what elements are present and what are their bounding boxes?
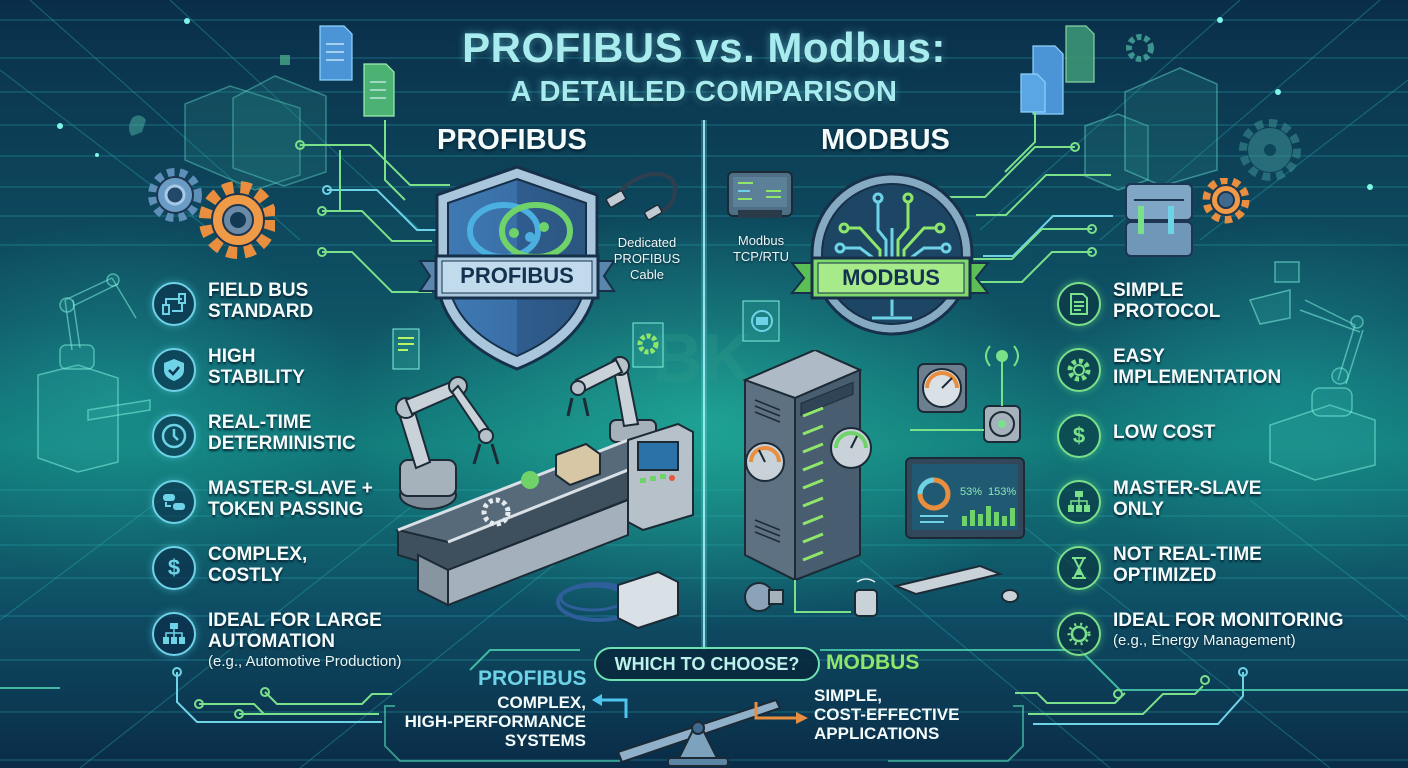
- watermark-logo: BK: [652, 319, 754, 397]
- network-switch-icon: [1125, 178, 1250, 257]
- choose-modbus-description: SIMPLE, COST-EFFECTIVE APPLICATIONS: [814, 686, 960, 743]
- gear-icon: [148, 168, 202, 222]
- document-icon: [1057, 282, 1101, 326]
- page-subtitle: A DETAILED COMPARISON: [510, 76, 898, 108]
- which-to-choose-pill: WHICH TO CHOOSE?: [594, 647, 820, 681]
- hourglass-icon: [1057, 546, 1101, 590]
- gear-icon: [1126, 34, 1154, 62]
- robot-arm-wireframe-right: [1248, 261, 1376, 481]
- dollar-icon: $: [152, 546, 196, 590]
- choose-profibus-description: COMPLEX, HIGH-PERFORMANCE SYSTEMS: [404, 693, 586, 750]
- wrench-icon: [129, 115, 146, 136]
- modbus-badge-label: MODBUS: [842, 265, 940, 290]
- network-nodes-icon: [152, 282, 196, 326]
- profibus-heading: PROFIBUS: [437, 124, 587, 156]
- choose-profibus-heading: PROFIBUS: [478, 667, 587, 690]
- monitoring-gear-icon: [1057, 612, 1101, 656]
- document-icon: [319, 25, 395, 117]
- modbus-heading: MODBUS: [821, 124, 950, 156]
- modbus-feature-ideal-monitoring: IDEAL FOR MONITORING(e.g., Energy Manage…: [1057, 610, 1343, 656]
- server-rack-illustration: [742, 350, 878, 617]
- floating-sync-panel-icon: [742, 300, 780, 342]
- shield-check-icon: [152, 348, 196, 392]
- monitor-value-1: 53%: [960, 486, 983, 498]
- gear-icon: [1202, 178, 1250, 224]
- token-exchange-icon: [152, 480, 196, 524]
- speedometer-gauge-icon: [917, 363, 967, 413]
- gear-icon: [1239, 119, 1301, 181]
- arrow-right-icon: [754, 702, 808, 724]
- profibus-shield-badge: PROFIBUS: [412, 163, 622, 373]
- monitoring-dashboard-screen: 53% 153%: [904, 456, 1028, 548]
- seesaw-balance-icon: [616, 698, 782, 767]
- modbus-module-icon: [727, 171, 793, 218]
- floating-gear-panel-icon: [632, 322, 664, 368]
- hierarchy-icon: [152, 612, 196, 656]
- profibus-feature-master-slave-token: MASTER-SLAVE +TOKEN PASSING: [152, 478, 373, 524]
- clock-icon: [152, 414, 196, 458]
- document-icon: [1020, 25, 1095, 115]
- arrow-left-icon: [592, 694, 628, 718]
- wireless-sensor-icon: [983, 345, 1021, 443]
- profibus-feature-cost: $ COMPLEX,COSTLY: [152, 544, 307, 590]
- profibus-badge-label: PROFIBUS: [460, 263, 574, 288]
- modbus-circle-badge: MODBUS: [789, 168, 991, 338]
- floating-panel-icon: [392, 328, 420, 370]
- factory-conveyor-illustration: [394, 356, 694, 630]
- choose-modbus-heading: MODBUS: [826, 651, 920, 674]
- monitor-value-2: 153%: [988, 486, 1017, 498]
- modbus-protocol-label: Modbus TCP/RTU: [732, 233, 790, 264]
- robot-arm-wireframe-left: [37, 273, 151, 473]
- hierarchy-icon: [1057, 480, 1101, 524]
- modbus-feature-low-cost: $ LOW COST: [1057, 412, 1215, 458]
- gear-icon: [199, 181, 275, 259]
- gear-icon: [1057, 348, 1101, 392]
- gauge-sensor-cluster: [910, 345, 1021, 443]
- page-title: PROFIBUS vs. Modbus:: [462, 24, 946, 71]
- meter-knob-icon: [744, 582, 784, 612]
- profibus-cable-label: Dedicated PROFIBUS Cable: [613, 235, 681, 282]
- keyboard-mouse-icon: [892, 564, 1019, 603]
- gear-icons-left: [148, 168, 275, 259]
- gauge-icon: [830, 427, 872, 469]
- database-icon: [854, 578, 878, 617]
- cable-icon: [605, 172, 678, 221]
- gauge-icon: [745, 442, 785, 482]
- dollar-icon: $: [1057, 414, 1101, 458]
